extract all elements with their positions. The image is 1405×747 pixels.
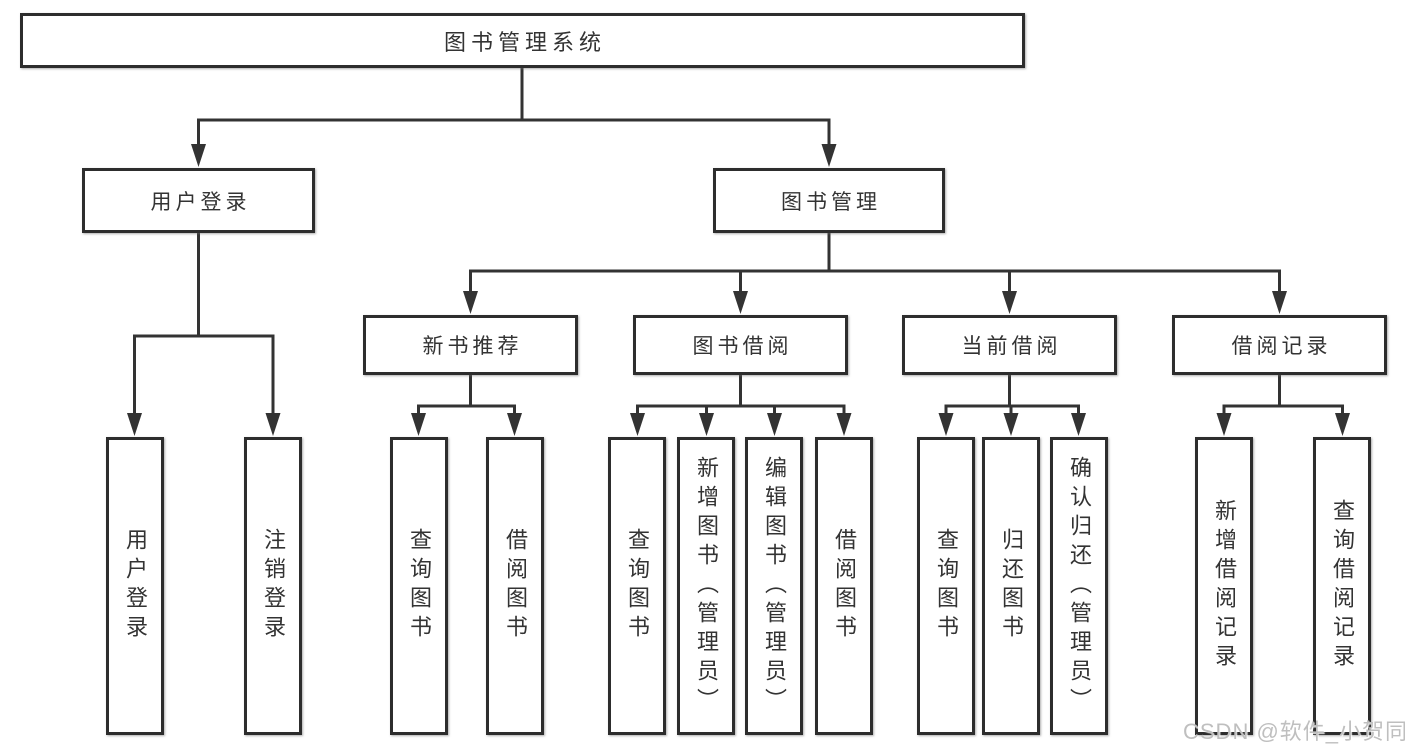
leaf-logout: 注销登录	[244, 437, 302, 735]
leaf-borrow-book: 借阅图书	[815, 437, 873, 735]
node-book-management: 图书管理	[713, 168, 945, 233]
node-borrow-records: 借阅记录	[1172, 315, 1387, 375]
leaf-query-book-current: 查询图书	[917, 437, 975, 735]
node-new-book-recommend: 新书推荐	[363, 315, 578, 375]
csdn-watermark: CSDN @软件_小贺同学	[1183, 719, 1405, 744]
leaf-add-borrow-record: 新增借阅记录	[1195, 437, 1253, 735]
leaf-borrow-book-recommend: 借阅图书	[486, 437, 544, 735]
node-book-borrow: 图书借阅	[633, 315, 848, 375]
leaf-query-book-recommend: 查询图书	[390, 437, 448, 735]
leaf-edit-book-admin: 编辑图书（管理员）	[745, 437, 803, 735]
leaf-query-borrow-record: 查询借阅记录	[1313, 437, 1371, 735]
node-current-borrow: 当前借阅	[902, 315, 1117, 375]
node-root: 图书管理系统	[20, 13, 1025, 68]
leaf-user-login: 用户登录	[106, 437, 164, 735]
leaf-query-book-borrow: 查询图书	[608, 437, 666, 735]
leaf-add-book-admin: 新增图书（管理员）	[677, 437, 735, 735]
node-user-login: 用户登录	[82, 168, 315, 233]
leaf-confirm-return-admin: 确认归还（管理员）	[1050, 437, 1108, 735]
leaf-return-book: 归还图书	[982, 437, 1040, 735]
